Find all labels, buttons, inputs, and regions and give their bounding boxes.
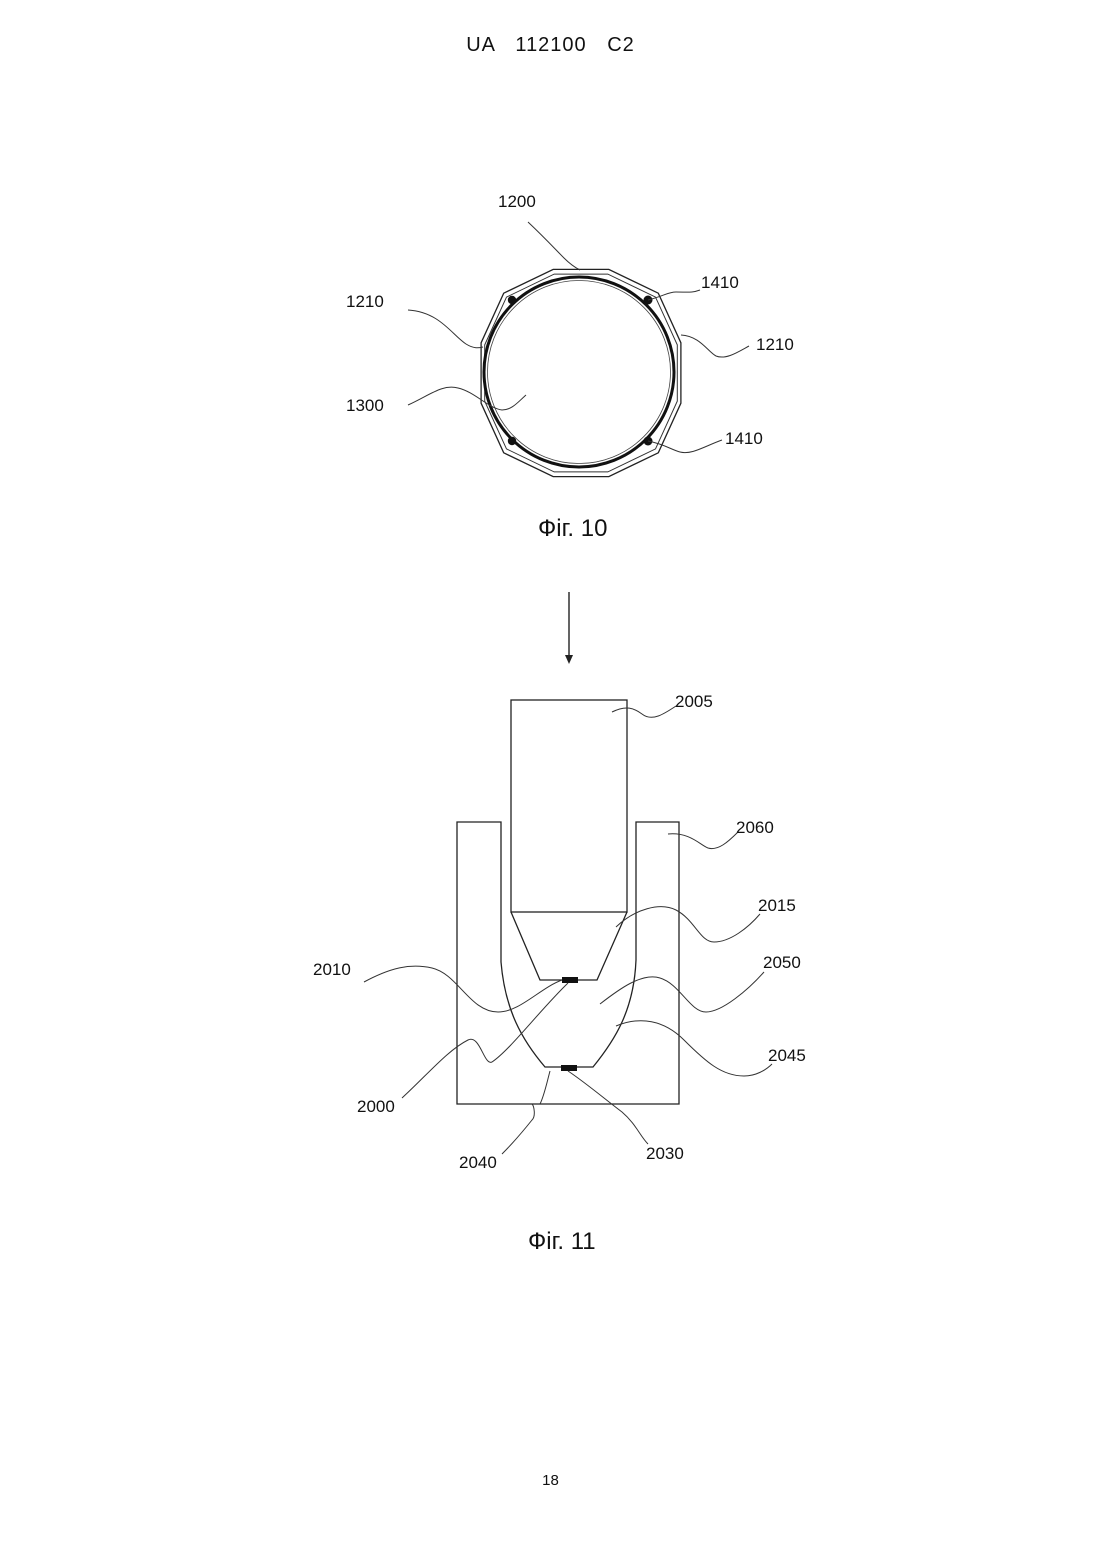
die-upper: [562, 977, 578, 983]
label-1210-left: 1210: [346, 292, 384, 311]
down-arrow-icon: [565, 592, 573, 664]
figure-11: 2005 2060 2015 2050 2010 2045 2000 2030 …: [313, 692, 806, 1255]
label-2000: 2000: [357, 1097, 395, 1116]
leader-2000: [402, 983, 568, 1098]
leader-2050: [600, 972, 764, 1012]
label-1210-right: 1210: [756, 335, 794, 354]
contact-point-bottom-left: [508, 437, 516, 445]
leader-1210-right: [681, 335, 749, 357]
label-2060: 2060: [736, 818, 774, 837]
leader-2040: [502, 1071, 550, 1154]
label-1200: 1200: [498, 192, 536, 211]
leader-2010: [364, 966, 562, 1012]
label-1410-bottom: 1410: [725, 429, 763, 448]
figure-10-caption: Фіг. 10: [538, 515, 607, 542]
label-1300: 1300: [346, 396, 384, 415]
leader-1200: [528, 222, 580, 270]
leader-2005: [612, 706, 676, 717]
leader-2015: [616, 907, 760, 942]
label-1410-top: 1410: [701, 273, 739, 292]
label-2045: 2045: [768, 1046, 806, 1065]
leader-2045: [616, 1021, 772, 1076]
figure-11-caption: Фіг. 11: [528, 1228, 596, 1255]
outer-container: [457, 822, 679, 1104]
label-2005: 2005: [675, 692, 713, 711]
leader-1300: [408, 387, 526, 410]
label-2040: 2040: [459, 1153, 497, 1172]
page-number: 18: [0, 1472, 1101, 1489]
figure-10: 1200 1210 1410 1210 1300 1410 Фіг. 10: [346, 192, 794, 542]
upper-holder: [511, 700, 627, 912]
upper-tapered-tip: [511, 912, 627, 980]
leader-2030: [568, 1071, 648, 1144]
label-2010: 2010: [313, 960, 351, 979]
label-2015: 2015: [758, 896, 796, 915]
contact-point-top-left: [508, 296, 516, 304]
label-2050: 2050: [763, 953, 801, 972]
circular-core-inner: [488, 281, 671, 464]
leader-1210-left: [408, 310, 483, 348]
die-lower: [561, 1065, 577, 1071]
label-2030: 2030: [646, 1144, 684, 1163]
